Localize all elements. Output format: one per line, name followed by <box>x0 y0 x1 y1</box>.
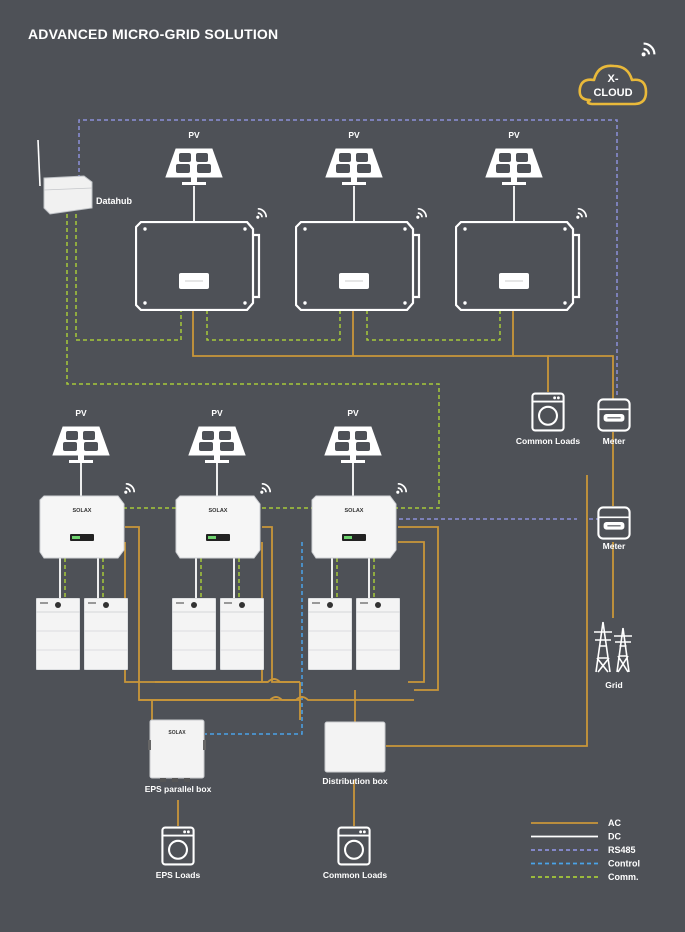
battery-module <box>356 598 400 670</box>
eps-box-brand-logo: SOLAX <box>168 730 186 736</box>
hybrid-pv-3: PV <box>324 408 382 464</box>
legend-item-rs485: RS485 <box>531 845 636 855</box>
battery-module <box>36 598 80 670</box>
hybrid-pv-1: PV <box>52 408 110 464</box>
control-lines <box>205 542 303 735</box>
page-title: ADVANCED MICRO-GRID SOLUTION <box>28 26 279 42</box>
distribution-box: Distribution box <box>322 721 388 786</box>
wifi-icon <box>395 482 408 495</box>
meter-label: Meter <box>603 436 626 446</box>
eps-parallel-box: SOLAX EPS parallel box <box>145 719 212 794</box>
distribution-box-label: Distribution box <box>322 776 387 786</box>
pv-label: PV <box>188 130 200 140</box>
ac-lines <box>124 310 614 826</box>
meter-middle: Meter <box>597 506 631 551</box>
wifi-icon <box>575 207 588 220</box>
hybrid-inverter-2: SOLAX <box>175 495 261 559</box>
grid-inverter-3 <box>455 221 581 311</box>
legend-item-dc: DC <box>531 832 621 842</box>
battery-module <box>308 598 352 670</box>
datahub-label: Datahub <box>96 196 133 206</box>
wifi-icon <box>255 207 268 220</box>
inverter-brand-logo: SOLAX <box>73 508 92 514</box>
meter-label: Meter <box>603 541 626 551</box>
washing-machine-icon <box>337 826 371 866</box>
pv-panel-icon <box>188 426 246 464</box>
top-pv-3: PV <box>485 130 543 186</box>
legend-label: DC <box>608 832 621 842</box>
comm-lines <box>64 214 501 600</box>
wifi-icon <box>123 482 136 495</box>
dc-lines <box>59 186 515 600</box>
battery-module <box>220 598 264 670</box>
battery-module <box>172 598 216 670</box>
legend-label: Control <box>608 859 640 869</box>
washing-machine-icon <box>531 392 565 432</box>
inverter-brand-logo: SOLAX <box>345 508 364 514</box>
inverter-brand-logo: SOLAX <box>209 508 228 514</box>
pv-panel-icon <box>165 148 223 186</box>
wifi-icon <box>259 482 272 495</box>
grid-inverter-1 <box>135 221 261 311</box>
common-loads-label: Common Loads <box>323 870 387 880</box>
meter-top: Meter <box>597 398 631 446</box>
common-loads-top: Common Loads <box>516 392 580 446</box>
eps-box-label: EPS parallel box <box>145 784 212 794</box>
pv-panel-icon <box>485 148 543 186</box>
pv-label: PV <box>211 408 223 418</box>
wifi-icon <box>415 207 428 220</box>
pv-label: PV <box>348 130 360 140</box>
pv-panel-icon <box>325 148 383 186</box>
legend-label: Comm. <box>608 872 639 882</box>
common-loads-label: Common Loads <box>516 436 580 446</box>
hybrid-inverter-3: SOLAX <box>311 495 397 559</box>
hybrid-inverter-1: SOLAX <box>39 495 125 559</box>
legend-label: AC <box>608 818 621 828</box>
grid-inverter-2 <box>295 221 421 311</box>
eps-loads: EPS Loads <box>156 826 201 880</box>
antenna-icon <box>37 139 41 187</box>
common-loads-bottom: Common Loads <box>323 826 387 880</box>
legend-item-ac: AC <box>531 818 621 828</box>
battery-module <box>84 598 128 670</box>
cloud-wifi-icon <box>640 42 656 58</box>
eps-loads-label: EPS Loads <box>156 870 201 880</box>
washing-machine-icon <box>161 826 195 866</box>
datahub: Datahub <box>37 139 133 215</box>
top-pv-1: PV <box>165 130 223 186</box>
rs485-lines <box>78 119 618 520</box>
cloud-label-line1: X- <box>608 73 619 85</box>
power-tower-icon <box>593 621 633 673</box>
pv-label: PV <box>75 408 87 418</box>
pv-label: PV <box>347 408 359 418</box>
meter-icon <box>597 398 631 432</box>
cloud-label-line2: CLOUD <box>593 87 632 99</box>
legend-item-comm: Comm. <box>531 872 639 882</box>
legend-item-control: Control <box>531 859 640 869</box>
grid-label: Grid <box>605 680 622 690</box>
hybrid-pv-2: PV <box>188 408 246 464</box>
grid: Grid <box>593 621 633 690</box>
x-cloud: X- CLOUD <box>578 42 656 106</box>
top-pv-2: PV <box>325 130 383 186</box>
meter-icon <box>597 506 631 540</box>
legend-label: RS485 <box>608 845 636 855</box>
pv-label: PV <box>508 130 520 140</box>
pv-panel-icon <box>324 426 382 464</box>
pv-panel-icon <box>52 426 110 464</box>
